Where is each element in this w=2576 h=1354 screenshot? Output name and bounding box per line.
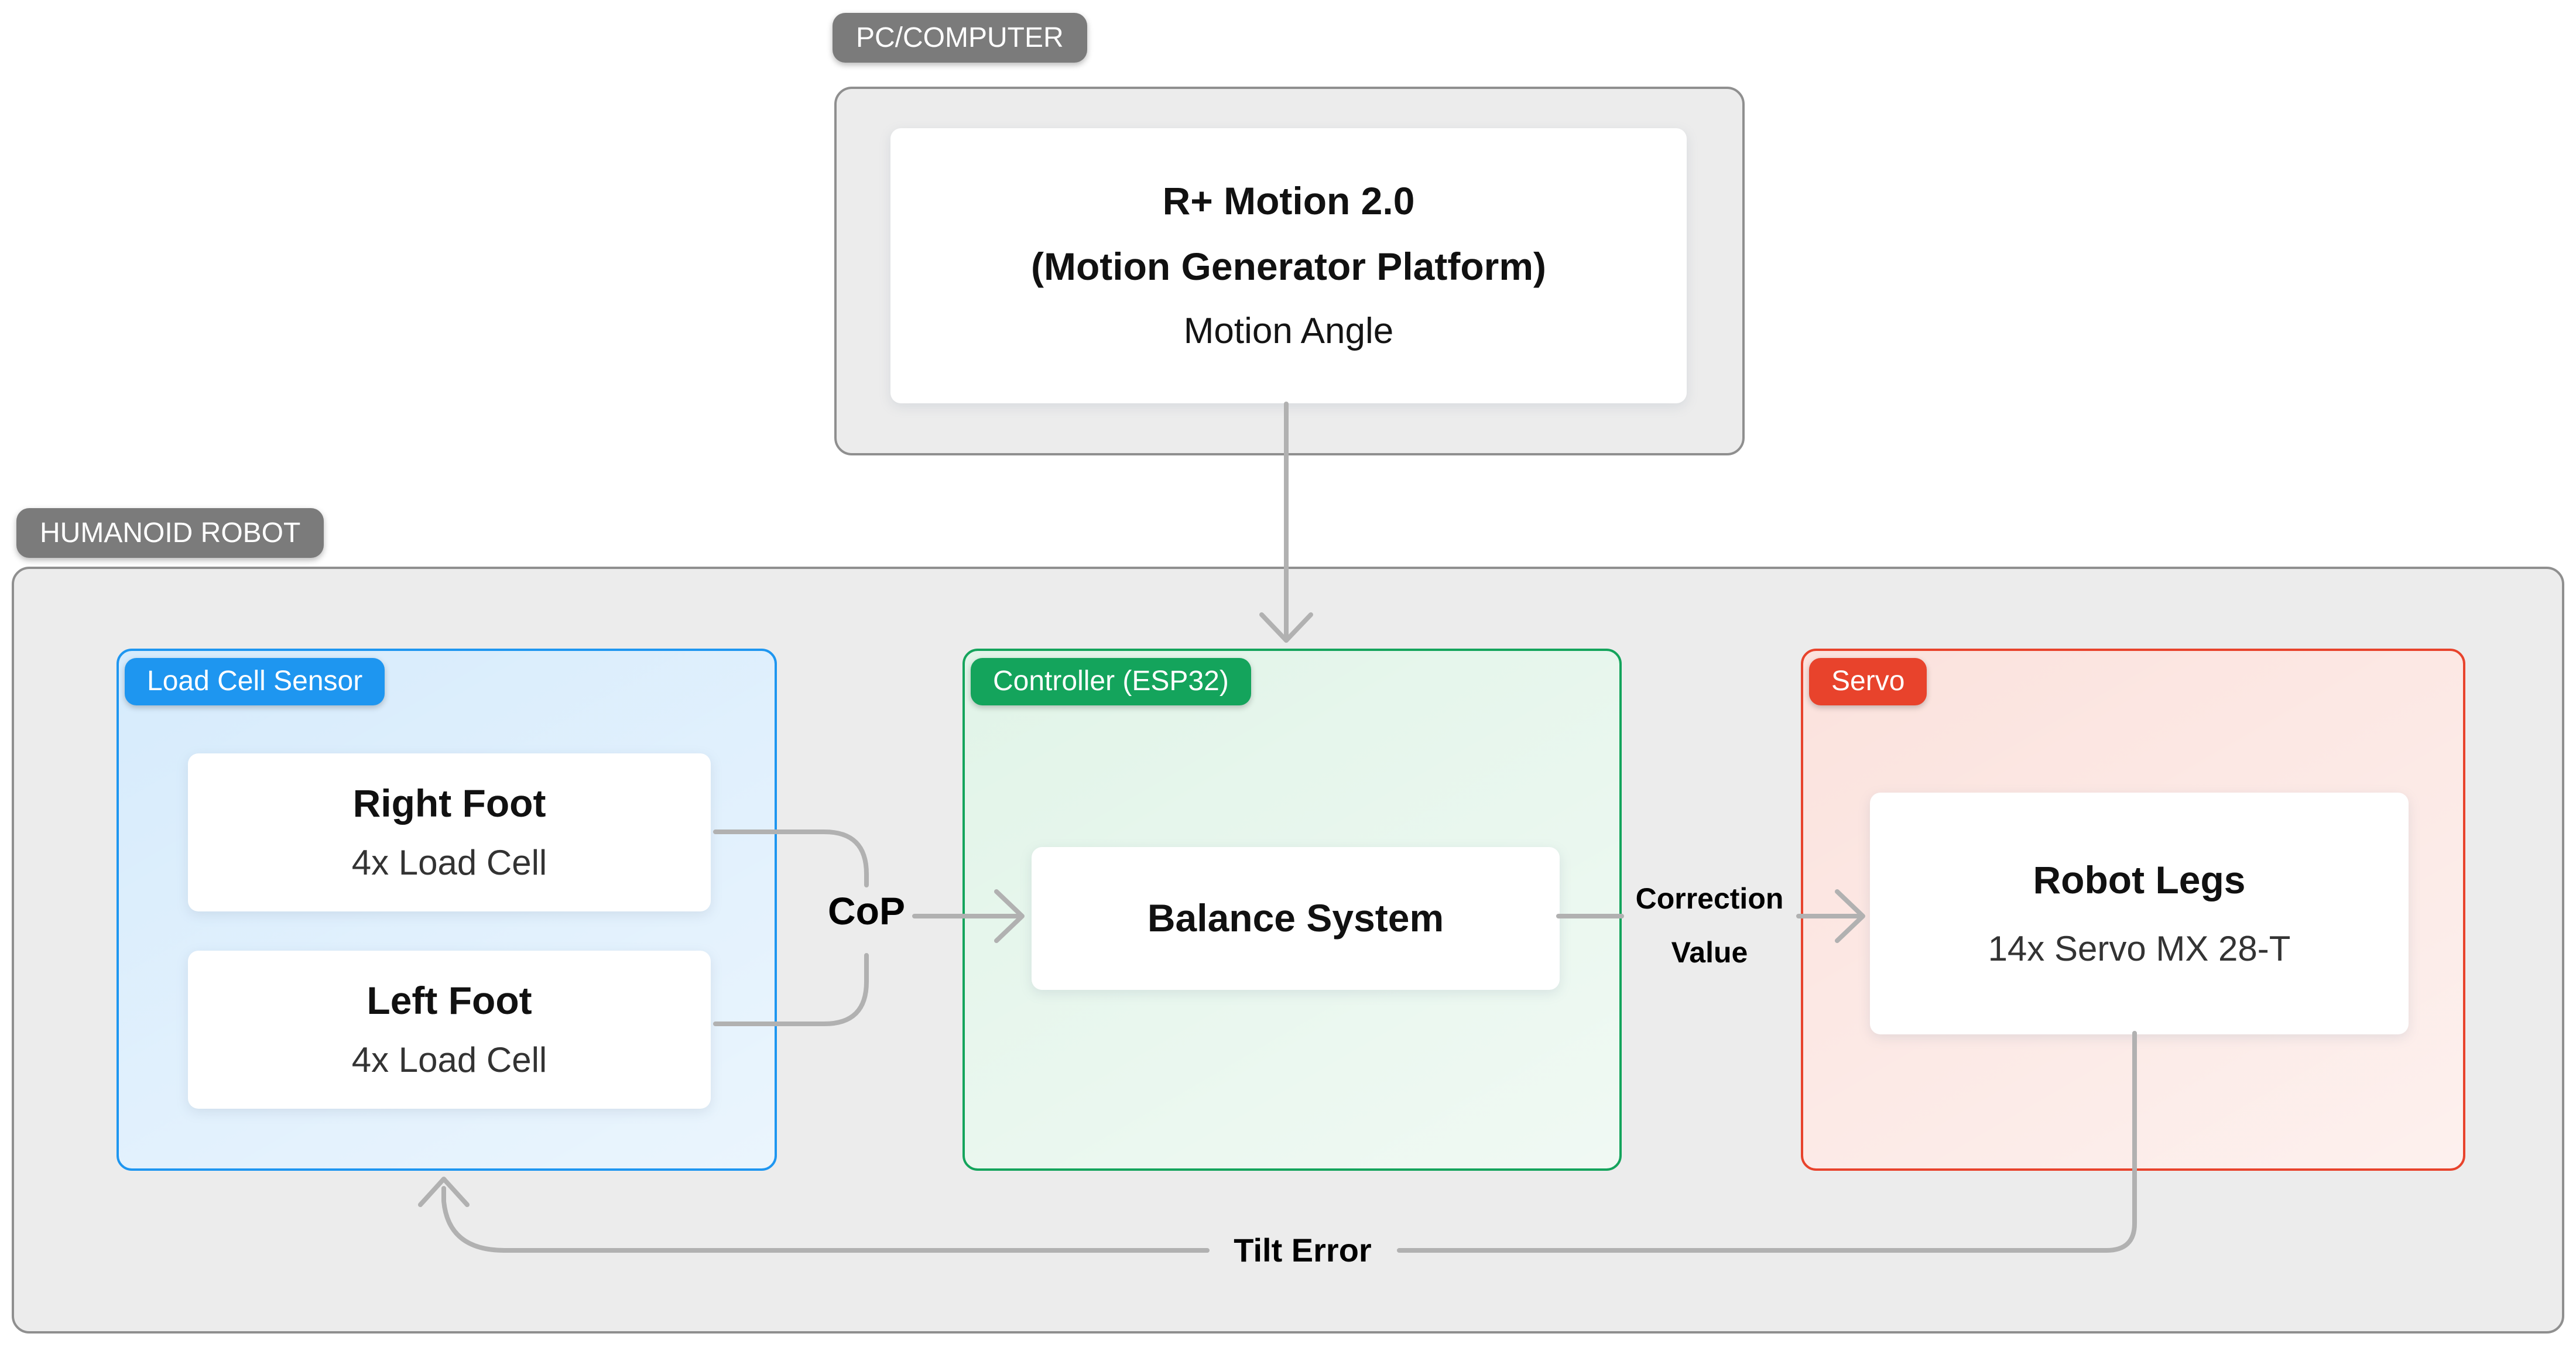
left-foot-title: Left Foot — [366, 979, 532, 1023]
right-foot-to-cop-line — [713, 829, 869, 887]
motion-generator-node: R+ Motion 2.0 (Motion Generator Platform… — [890, 128, 1687, 403]
tilt-error-feedback-line — [418, 1031, 2137, 1253]
load-cell-sensor-group-label: Load Cell Sensor — [125, 658, 385, 705]
robot-legs-node: Robot Legs 14x Servo MX 28-T — [1870, 793, 2409, 1034]
tilt-error-edge-label: Tilt Error — [1234, 1232, 1372, 1269]
right-foot-title: Right Foot — [352, 781, 546, 825]
load-cell-sensor-group: Load Cell Sensor Right Foot 4x Load Cell… — [117, 649, 777, 1171]
left-foot-node: Left Foot 4x Load Cell — [188, 951, 711, 1109]
robot-legs-title: Robot Legs — [2033, 858, 2246, 901]
motion-angle-label: Motion Angle — [1183, 311, 1394, 352]
balance-system-title: Balance System — [1147, 896, 1444, 940]
cop-edge-label: CoP — [828, 889, 905, 933]
motion-generator-title-line1: R+ Motion 2.0 — [1162, 179, 1415, 223]
balance-system-node: Balance System — [1032, 847, 1560, 990]
robot-legs-subtitle: 14x Servo MX 28-T — [1988, 928, 2291, 968]
left-foot-subtitle: 4x Load Cell — [351, 1040, 547, 1080]
correction-to-robot-legs-arrow — [1796, 889, 1865, 943]
right-foot-subtitle: 4x Load Cell — [351, 843, 547, 883]
pc-section-box: R+ Motion 2.0 (Motion Generator Platform… — [834, 87, 1745, 455]
humanoid-robot-section-tag: HUMANOID ROBOT — [16, 508, 324, 558]
controller-esp32-group-label: Controller (ESP32) — [971, 658, 1251, 705]
controller-esp32-group: Controller (ESP32) Balance System — [962, 649, 1622, 1171]
servo-group-label: Servo — [1809, 658, 1927, 705]
motion-angle-arrow — [1259, 402, 1313, 643]
motion-generator-title-line2: (Motion Generator Platform) — [1030, 245, 1546, 289]
right-foot-node: Right Foot 4x Load Cell — [188, 753, 711, 911]
left-foot-to-cop-line — [713, 953, 869, 1026]
cop-to-balance-arrow — [912, 889, 1025, 943]
correction-value-edge-label: Correction Value — [1635, 882, 1784, 969]
pc-section-tag: PC/COMPUTER — [833, 13, 1087, 63]
